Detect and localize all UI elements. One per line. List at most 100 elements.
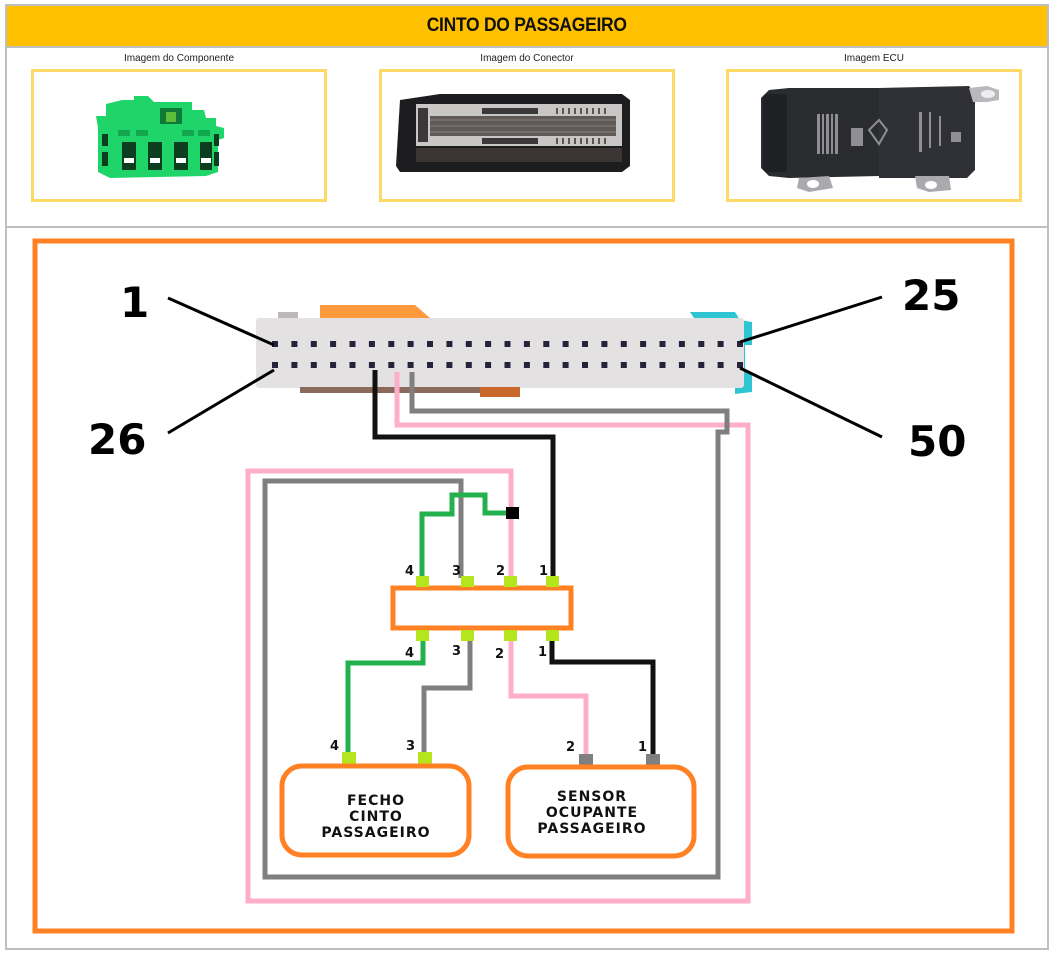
page-title: CINTO DO PASSAGEIRO: [426, 15, 628, 36]
connector-pin-14: [523, 341, 530, 347]
connector-pin-21: [659, 341, 666, 347]
connector-pin-43: [601, 362, 608, 368]
pin-top-label-4: 4: [405, 564, 414, 579]
connector-pin-47: [678, 362, 685, 368]
connector-pin-13: [504, 341, 511, 347]
connector-pin-23: [698, 341, 705, 347]
connector-pin-48: [698, 362, 705, 368]
pin-label-25: 25: [902, 271, 960, 320]
fecho-label-line-2: CINTO: [349, 809, 403, 825]
fecho-pin-label-3: 3: [406, 739, 415, 754]
wire-green-bottom: [345, 641, 426, 752]
pin-top-3: [461, 576, 474, 587]
connector-pin-38: [504, 362, 511, 368]
connector-housing: [256, 318, 744, 388]
connector-pin-39: [523, 362, 530, 368]
fecho-label-line-3: PASSAGEIRO: [321, 825, 430, 841]
ecu-image-label: Imagem ECU: [843, 53, 904, 64]
images-row: Imagem do Componente: [7, 48, 1047, 228]
connector-pin-26: [272, 362, 278, 368]
wire-black-bottom: [549, 641, 656, 754]
wire-pink-bottom: [508, 641, 589, 754]
pin-top-label-2: 2: [496, 564, 505, 579]
fecho-pin-label-4: 4: [330, 739, 339, 754]
intermediate-connector: [390, 585, 574, 631]
pin-label-50: 50: [908, 417, 966, 466]
connector-pin-36: [465, 362, 472, 368]
sensor-pin-label-1: 1: [638, 740, 647, 755]
connector-pin-30: [349, 362, 356, 368]
connector-pin-10: [446, 341, 453, 347]
pin-top-2: [504, 576, 517, 587]
connector-pin-33: [407, 362, 414, 368]
connector-pin-35: [446, 362, 453, 368]
sensor-ocupante-passageiro-box: [505, 764, 697, 859]
leader-line-pin-1: [167, 296, 275, 347]
connector-pin-11: [465, 341, 472, 347]
green-connector-icon: [96, 96, 224, 178]
connector-pin-34: [427, 362, 433, 368]
intermediate-bottom-pins: [416, 630, 559, 641]
wire-gray-loop: [262, 372, 730, 880]
leader-line-pin-50: [739, 366, 883, 439]
connector-pin-7: [388, 341, 395, 347]
connector-pin-46: [659, 362, 666, 368]
pin-label-1: 1: [120, 278, 149, 327]
connector-pin-19: [620, 341, 627, 347]
pin-top-1: [546, 576, 559, 587]
fecho-cinto-passageiro-box: [279, 763, 472, 858]
pin-bottom-2: [504, 630, 517, 641]
connector-pin-3: [310, 341, 317, 347]
connector-pin-8: [407, 341, 414, 347]
pin-row-bottom: [272, 362, 743, 368]
sensor-label-line-2: OCUPANTE: [546, 805, 638, 821]
pin-row-top: [272, 341, 743, 347]
connector-pin-4: [330, 341, 337, 347]
fecho-pin-4: [342, 752, 356, 764]
connector-pin-32: [388, 362, 395, 368]
wire-green-top: [419, 492, 508, 578]
pin-top-label-3: 3: [452, 564, 461, 579]
connector-base-orange: [480, 387, 520, 397]
connector-pin-28: [310, 362, 317, 368]
connector-pin-20: [640, 341, 647, 347]
connector-pin-9: [427, 341, 433, 347]
fecho-pin-3: [418, 752, 432, 764]
sensor-pin-2: [579, 754, 593, 766]
splice-point: [506, 507, 519, 519]
connector-pin-40: [543, 362, 550, 368]
pin-bottom-label-1: 1: [538, 645, 547, 660]
sensor-pin-1: [646, 754, 660, 766]
connector-pin-6: [368, 341, 375, 347]
wire-gray-bottom: [421, 641, 473, 752]
pin-bottom-1: [546, 630, 559, 641]
ecu-image: [726, 69, 1022, 202]
connector-pin-31: [368, 362, 375, 368]
connector-pin-15: [543, 341, 550, 347]
pin-bottom-label-4: 4: [405, 646, 414, 661]
diagram-frame: [32, 238, 1015, 934]
component-image-label: Imagem do Componente: [123, 53, 235, 64]
connector-pin-18: [601, 341, 608, 347]
connector-pin-25: [737, 341, 743, 347]
pin-label-26: 26: [88, 415, 146, 464]
intermediate-top-pins: [416, 576, 559, 587]
connector-pin-24: [717, 341, 724, 347]
connector-pin-1: [272, 341, 278, 347]
pin-bottom-label-3: 3: [452, 644, 461, 659]
connector-pin-45: [640, 362, 647, 368]
connector-pin-29: [330, 362, 337, 368]
connector-pin-41: [562, 362, 569, 368]
pin-top-label-1: 1: [539, 564, 548, 579]
ecu-module-icon: [761, 86, 999, 192]
connector-pin-22: [678, 341, 685, 347]
sensor-label-line-1: SENSOR: [557, 789, 627, 805]
connector-pin-49: [717, 362, 724, 368]
wire-pink-loop: [245, 372, 751, 904]
pin-top-4: [416, 576, 429, 587]
connector-pin-2: [291, 341, 298, 347]
connector-pin-17: [582, 341, 588, 347]
leader-line-pin-26: [167, 368, 275, 435]
fecho-label-line-1: FECHO: [347, 793, 405, 809]
connector-image: [379, 69, 675, 202]
